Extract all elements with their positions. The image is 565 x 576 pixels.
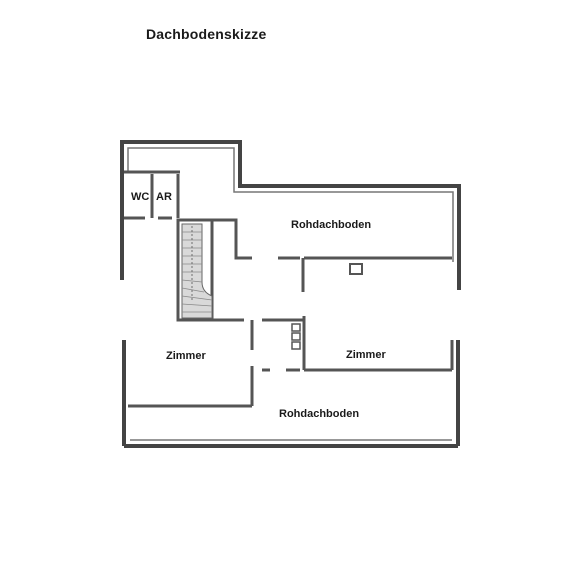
wall-corridor-top (212, 218, 252, 260)
room-label-ar: AR (156, 191, 172, 203)
chimney (349, 263, 363, 275)
stair-run (181, 223, 213, 319)
fixtures (291, 323, 301, 350)
fixture-3 (291, 341, 301, 350)
inner-wall-top (127, 147, 454, 262)
room-label-wc: WC (131, 191, 149, 203)
fixture-1 (291, 323, 301, 332)
interior-walls (128, 218, 454, 408)
stair-treads (181, 231, 213, 313)
plan-title: Dachbodenskizze (146, 26, 267, 42)
staircase (176, 218, 214, 322)
room-label-zimmer-left: Zimmer (166, 350, 206, 362)
wall-top-left (120, 140, 461, 290)
room-label-rohdachboden-bottom: Rohdachboden (279, 408, 359, 420)
wc-ar-walls (124, 170, 180, 220)
outer-walls (120, 140, 461, 448)
fixture-2 (291, 332, 301, 341)
room-label-zimmer-right: Zimmer (346, 349, 386, 361)
room-label-rohdachboden-top: Rohdachboden (291, 219, 371, 231)
stair-well (176, 218, 214, 322)
inner-wall-lines (127, 147, 454, 441)
